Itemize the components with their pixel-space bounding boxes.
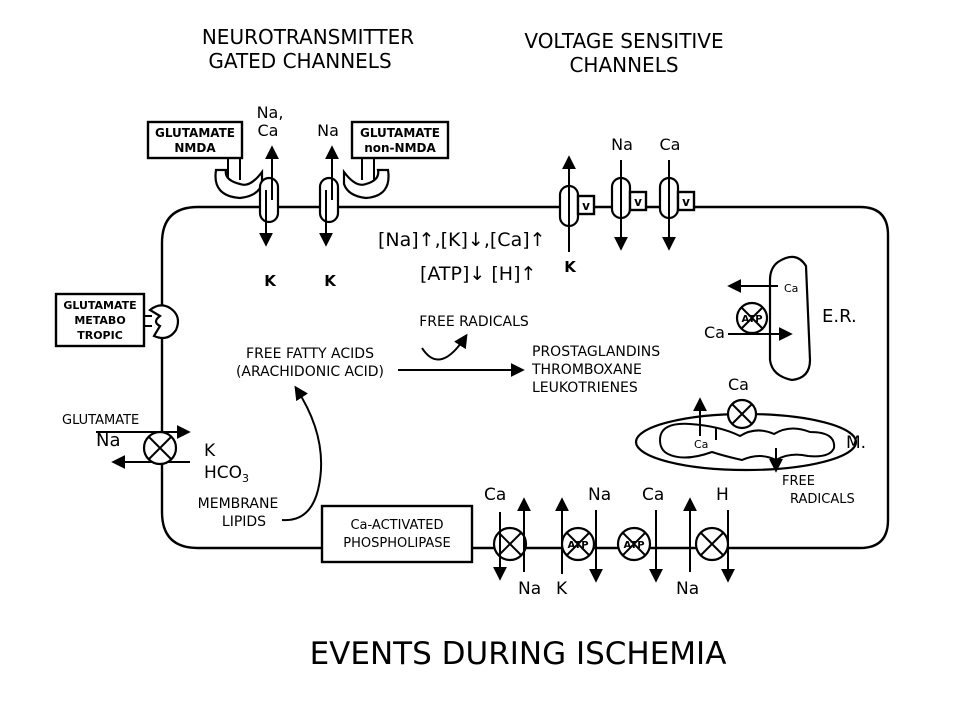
mito-radicals-line1: FREE: [782, 474, 815, 489]
receptor-metabo-line1: GLUTAMATE: [63, 299, 136, 312]
exchanger-k-label: K: [204, 441, 216, 461]
nonnmda-stem: [361, 158, 375, 180]
bottom-pump-na-k-atp: ATP: [567, 540, 588, 551]
receptor-nonnmda-line2: non-NMDA: [364, 141, 436, 155]
mito-ca-label: Ca: [728, 375, 749, 394]
cell-membrane: [160, 205, 890, 550]
er-ca-inner-label: Ca: [784, 282, 798, 295]
nonnmda-na-label: Na: [317, 121, 339, 140]
exchanger-hco3-label: HCO3: [204, 463, 249, 485]
header-volt-line2: CHANNELS: [569, 53, 678, 77]
bottom-na-label-3: Na: [676, 579, 699, 599]
products-line1: PROSTAGLANDINS: [532, 344, 660, 360]
receptor-nonnmda-box: [350, 120, 450, 160]
concentration-line2: [ATP]↓ [H]↑: [420, 263, 536, 285]
bottom-k-label: K: [556, 579, 568, 599]
voltage-ca-label: Ca: [660, 135, 681, 154]
er-atp-cross: [741, 307, 763, 329]
lipids-to-fatty-acids-arrow: [281, 385, 323, 522]
metabotropic-receptor-shape: [148, 304, 180, 340]
metabo-stem: [144, 315, 152, 327]
receptor-nmda-line1: GLUTAMATE: [155, 126, 235, 140]
voltage-sensor-k-label: v: [582, 199, 590, 213]
bottom-h-label: H: [716, 485, 729, 505]
voltage-k-label: K: [564, 258, 577, 276]
receptor-metabo-line2: METABO: [74, 314, 125, 327]
bottom-exchanger-ca-na-cross: [498, 532, 522, 556]
exchanger-cross: [148, 436, 172, 460]
header-volt-line1: VOLTAGE SENSITIVE: [524, 29, 723, 53]
er-atp-label: ATP: [741, 314, 762, 325]
nmda-receptor-shape: [214, 168, 264, 200]
nmda-ca-label: Ca: [258, 121, 279, 140]
receptor-metabotropic-box: [54, 292, 146, 348]
er-label: E.R.: [822, 306, 857, 327]
bottom-pump-ca-cross: [622, 532, 646, 556]
receptor-nonnmda-line1: GLUTAMATE: [360, 126, 440, 140]
products-line3: LEUKOTRIENES: [532, 380, 638, 396]
exchanger-glutamate-label: GLUTAMATE: [62, 413, 139, 428]
nmda-stem: [227, 158, 241, 180]
mito-label: M.: [846, 433, 866, 453]
receptor-nmda-box: [146, 120, 244, 160]
voltage-sensor-ca-label: v: [682, 195, 690, 209]
receptor-metabo-line3: TROPIC: [77, 329, 123, 342]
er-organelle: [768, 255, 812, 382]
bottom-pump-na-k-cross: [566, 532, 590, 556]
concentration-line1: [Na]↑,[K]↓,[Ca]↑: [378, 229, 546, 251]
fatty-acids-line2: (ARACHIDONIC ACID): [236, 364, 384, 380]
bottom-na-label-2: Na: [588, 485, 611, 505]
free-radicals-label: FREE RADICALS: [419, 314, 529, 330]
exchanger-na-label: Na: [96, 430, 121, 451]
header-neuro-line1: NEUROTRANSMITTER: [202, 25, 414, 49]
nonnmda-channel: [318, 176, 340, 224]
nmda-na-label: Na,: [257, 103, 284, 122]
voltage-sensor-na-label: v: [634, 195, 642, 209]
receptor-nmda-line2: NMDA: [174, 141, 216, 155]
nmda-k-label: K: [264, 272, 277, 290]
phospholipase-line2: PHOSPHOLIPASE: [343, 536, 450, 551]
mitochondrion-inner: [658, 422, 836, 462]
bottom-na-label-1: Na: [518, 579, 541, 599]
nmda-channel: [258, 176, 280, 224]
lipids-line2: LIPIDS: [222, 514, 266, 530]
phospholipase-line1: Ca-ACTIVATED: [350, 518, 443, 533]
products-line2: THROMBOXANE: [531, 362, 642, 378]
bottom-pump-ca-atp: ATP: [623, 540, 644, 551]
nonnmda-receptor-shape: [342, 168, 390, 200]
voltage-sensor-ca: [676, 190, 696, 212]
header-neuro-line2: GATED CHANNELS: [208, 49, 391, 73]
lipids-line1: MEMBRANE: [198, 496, 279, 512]
phospholipase-box: [320, 504, 474, 564]
mito-ca-inner-label: Ca: [694, 438, 708, 451]
voltage-sensor-na: [628, 190, 648, 212]
diagram-title: EVENTS DURING ISCHEMIA: [310, 636, 727, 672]
mito-transporter-cross: [731, 403, 753, 425]
bottom-exchanger-na-h-cross: [700, 532, 724, 556]
fatty-acids-line1: FREE FATTY ACIDS: [246, 346, 374, 362]
free-radicals-arrow: [421, 333, 468, 361]
bottom-ca-label-1: Ca: [484, 485, 506, 505]
bottom-ca-label-2: Ca: [642, 485, 664, 505]
mito-radicals-line2: RADICALS: [790, 492, 855, 507]
er-ca-label: Ca: [704, 323, 725, 342]
nonnmda-k-label: K: [324, 272, 337, 290]
voltage-sensor-k: [576, 194, 596, 216]
voltage-na-label: Na: [611, 135, 633, 154]
